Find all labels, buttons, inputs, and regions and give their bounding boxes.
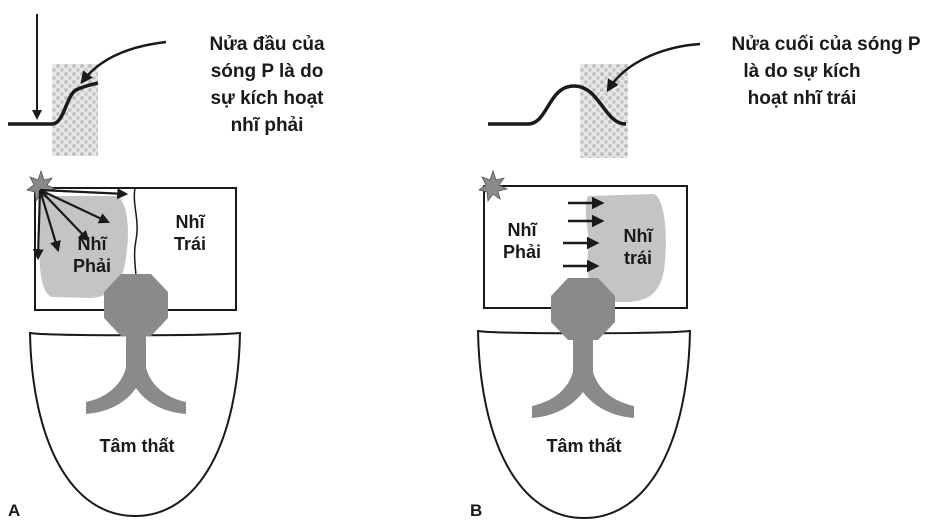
caption-line-1: Nửa đầu của	[209, 34, 325, 55]
activation-arrow-3	[39, 189, 90, 242]
activation-arrow-4	[38, 189, 61, 253]
left-atrium-label-2: trái	[624, 248, 652, 268]
p-wave-highlight-band	[52, 64, 98, 156]
panel-letter-b: B	[470, 501, 482, 520]
left-atrium-label-2: Trái	[174, 234, 206, 254]
panel-a: Nửa đầu của sóng P là do sự kích hoạt nh…	[8, 14, 325, 520]
ventricle-label: Tâm thất	[546, 436, 621, 456]
sa-node-starburst	[478, 169, 509, 203]
p-wave-trace	[488, 84, 627, 126]
panel-letter-a: A	[8, 501, 20, 520]
right-atrium-label-2: Phải	[73, 256, 111, 276]
activation-arrow-5	[32, 189, 44, 261]
conduction-bundle	[532, 338, 634, 418]
caption-line-4: nhĩ phải	[231, 115, 304, 136]
caption-pointer-arrow	[80, 40, 167, 84]
av-node	[104, 274, 168, 336]
activation-arrow-2	[39, 189, 110, 224]
caption-line-2: là do sự kích	[743, 61, 860, 82]
left-atrium-label-1: Nhĩ	[176, 212, 206, 232]
activation-arrow-1	[39, 188, 129, 200]
av-node	[551, 278, 615, 340]
right-atrium-label-1: Nhĩ	[78, 234, 108, 254]
right-atrium-label-2: Phải	[503, 242, 541, 262]
caption-line-3: sự kích hoạt	[210, 88, 324, 109]
conduction-bundle	[86, 334, 186, 414]
left-atrium-activation	[585, 194, 666, 302]
caption-line-2: sóng P là do	[211, 61, 324, 82]
caption-line-3: hoạt nhĩ trái	[748, 88, 857, 109]
caption-pointer-arrow	[606, 42, 701, 93]
ventricle-label: Tâm thất	[99, 436, 174, 456]
right-atrium-label-1: Nhĩ	[508, 220, 538, 240]
panel-b: Nửa cuối của sóng P là do sự kích hoạt n…	[470, 34, 921, 520]
p-wave-trace	[8, 81, 99, 126]
left-atrium-label-1: Nhĩ	[624, 226, 654, 246]
caption-line-1: Nửa cuối của sóng P	[731, 34, 920, 55]
